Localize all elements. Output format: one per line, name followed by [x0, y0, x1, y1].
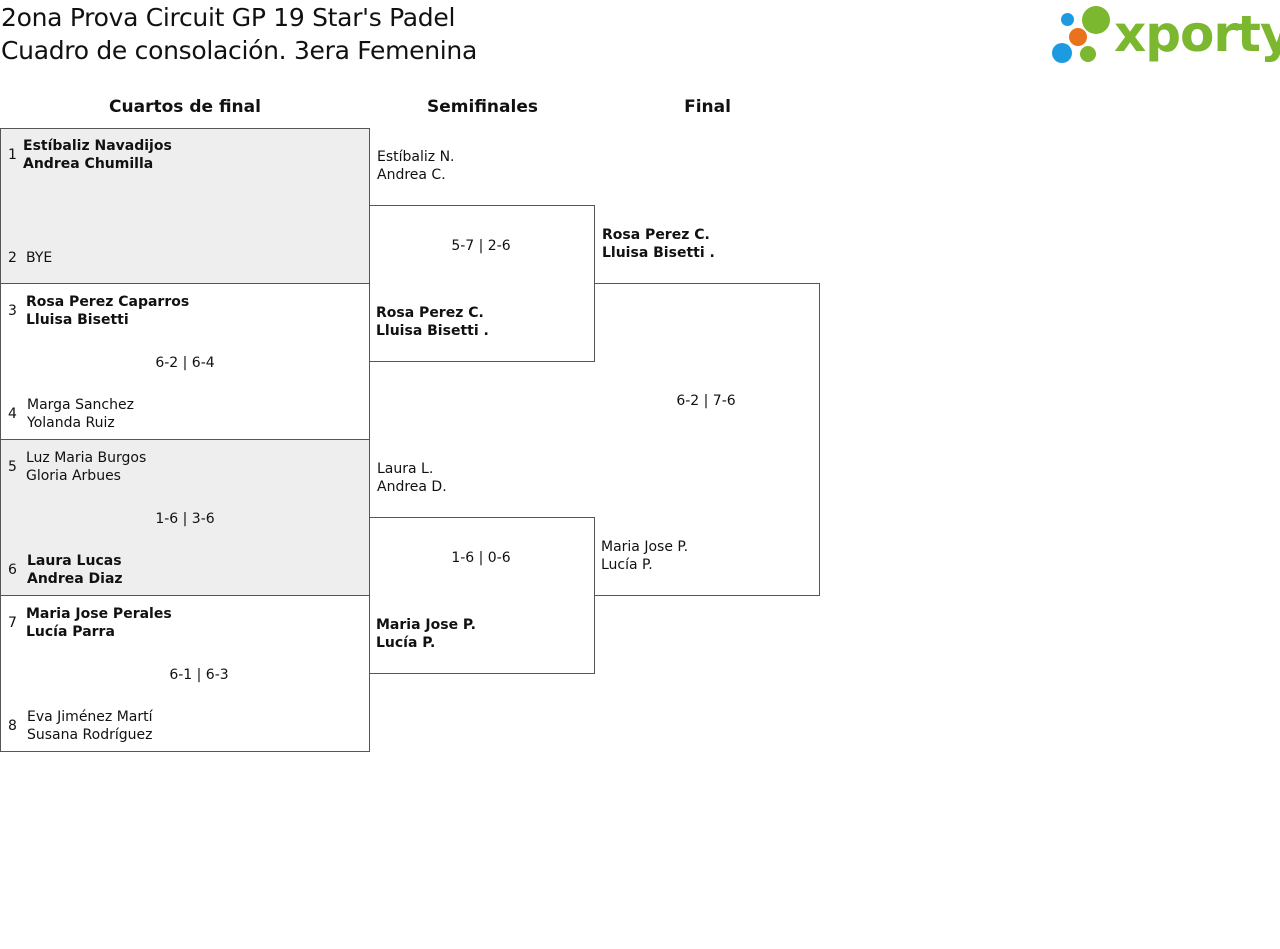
logo-dot-orange	[1069, 28, 1087, 46]
round-header-final: Final	[684, 97, 731, 117]
player-name: Lucía P.	[601, 557, 653, 573]
seed-number: 7	[8, 615, 17, 631]
quarterfinal-match-4: 7 Maria Jose Perales Lucía Parra 6-1 | 6…	[0, 595, 370, 752]
final-match: 6-2 | 7-6 Maria Jose P. Lucía P.	[594, 283, 820, 596]
match-score: 6-1 | 6-3	[169, 667, 229, 683]
team-bottom[interactable]: Eva Jiménez Martí Susana Rodríguez	[27, 708, 153, 744]
page-subtitle: Cuadro de consolación. 3era Femenina	[1, 36, 477, 65]
player-name: Maria Jose P.	[601, 539, 689, 555]
seed-number: 4	[8, 406, 17, 422]
team-bottom[interactable]: Laura Lucas Andrea Diaz	[27, 552, 123, 588]
player-name: Andrea D.	[377, 479, 447, 495]
semifinal-1-team-bottom[interactable]: Rosa Perez C. Lluisa Bisetti .	[376, 304, 489, 340]
team-bottom[interactable]: BYE	[26, 249, 52, 267]
logo-wordmark: xporty	[1114, 5, 1280, 63]
team-bottom[interactable]: Marga Sanchez Yolanda Ruiz	[27, 396, 134, 432]
player-name: Luz Maria Burgos	[26, 450, 147, 466]
match-score: 5-7 | 2-6	[451, 238, 511, 254]
semifinal-match-1: 5-7 | 2-6 Rosa Perez C. Lluisa Bisetti .	[369, 205, 595, 362]
final-team-top[interactable]: Rosa Perez C. Lluisa Bisetti .	[602, 226, 715, 262]
semifinal-2-team-bottom[interactable]: Maria Jose P. Lucía P.	[376, 616, 476, 652]
round-header-quarterfinals: Cuartos de final	[109, 97, 261, 117]
round-header-semifinals: Semifinales	[427, 97, 538, 117]
player-name: Andrea Chumilla	[23, 156, 154, 172]
player-name: Yolanda Ruiz	[27, 415, 115, 431]
match-score: 6-2 | 6-4	[155, 355, 215, 371]
player-name: Laura L.	[377, 461, 434, 477]
seed-number: 3	[8, 303, 17, 319]
player-name: Rosa Perez Caparros	[26, 294, 190, 310]
player-name: BYE	[26, 250, 53, 266]
seed-number: 6	[8, 562, 17, 578]
team-top[interactable]: Rosa Perez Caparros Lluisa Bisetti	[26, 293, 189, 329]
seed-number: 1	[8, 147, 17, 163]
player-name: Rosa Perez C.	[376, 305, 484, 321]
logo-dot-green-small	[1080, 46, 1096, 62]
quarterfinal-match-1: 1 Estíbaliz Navadijos Andrea Chumilla 2 …	[0, 128, 370, 284]
player-name: Gloria Arbues	[26, 468, 121, 484]
quarterfinal-match-2: 3 Rosa Perez Caparros Lluisa Bisetti 6-2…	[0, 283, 370, 440]
player-name: Susana Rodríguez	[27, 727, 153, 743]
semifinal-2-team-top[interactable]: Laura L. Andrea D.	[377, 460, 447, 496]
player-name: Maria Jose Perales	[26, 606, 172, 622]
team-top[interactable]: Estíbaliz Navadijos Andrea Chumilla	[23, 137, 172, 173]
player-name: Estíbaliz N.	[377, 149, 455, 165]
player-name: Maria Jose P.	[376, 617, 476, 633]
player-name: Eva Jiménez Martí	[27, 709, 153, 725]
player-name: Estíbaliz Navadijos	[23, 138, 172, 154]
match-score: 1-6 | 3-6	[155, 511, 215, 527]
logo-dot-green	[1082, 6, 1110, 34]
player-name: Lluisa Bisetti .	[602, 245, 715, 261]
player-name: Lluisa Bisetti	[26, 312, 129, 328]
player-name: Andrea Diaz	[27, 571, 123, 587]
player-name: Laura Lucas	[27, 553, 122, 569]
semifinal-match-2: 1-6 | 0-6 Maria Jose P. Lucía P.	[369, 517, 595, 674]
logo-dot-blue	[1061, 13, 1074, 26]
seed-number: 2	[8, 250, 17, 266]
player-name: Lucía P.	[376, 635, 436, 651]
page-title: 2ona Prova Circuit GP 19 Star's Padel	[1, 3, 456, 32]
semifinal-1-team-top[interactable]: Estíbaliz N. Andrea C.	[377, 148, 455, 184]
final-team-bottom[interactable]: Maria Jose P. Lucía P.	[601, 538, 688, 574]
match-score: 6-2 | 7-6	[676, 393, 736, 409]
logo-dot-blue-large	[1052, 43, 1072, 63]
match-score: 1-6 | 0-6	[451, 550, 511, 566]
xporty-logo[interactable]: xporty	[1050, 4, 1280, 68]
player-name: Rosa Perez C.	[602, 227, 710, 243]
seed-number: 5	[8, 459, 17, 475]
seed-number: 8	[8, 718, 17, 734]
team-top[interactable]: Maria Jose Perales Lucía Parra	[26, 605, 172, 641]
player-name: Marga Sanchez	[27, 397, 134, 413]
player-name: Lluisa Bisetti .	[376, 323, 489, 339]
quarterfinal-match-3: 5 Luz Maria Burgos Gloria Arbues 1-6 | 3…	[0, 439, 370, 596]
team-top[interactable]: Luz Maria Burgos Gloria Arbues	[26, 449, 146, 485]
player-name: Lucía Parra	[26, 624, 115, 640]
player-name: Andrea C.	[377, 167, 446, 183]
